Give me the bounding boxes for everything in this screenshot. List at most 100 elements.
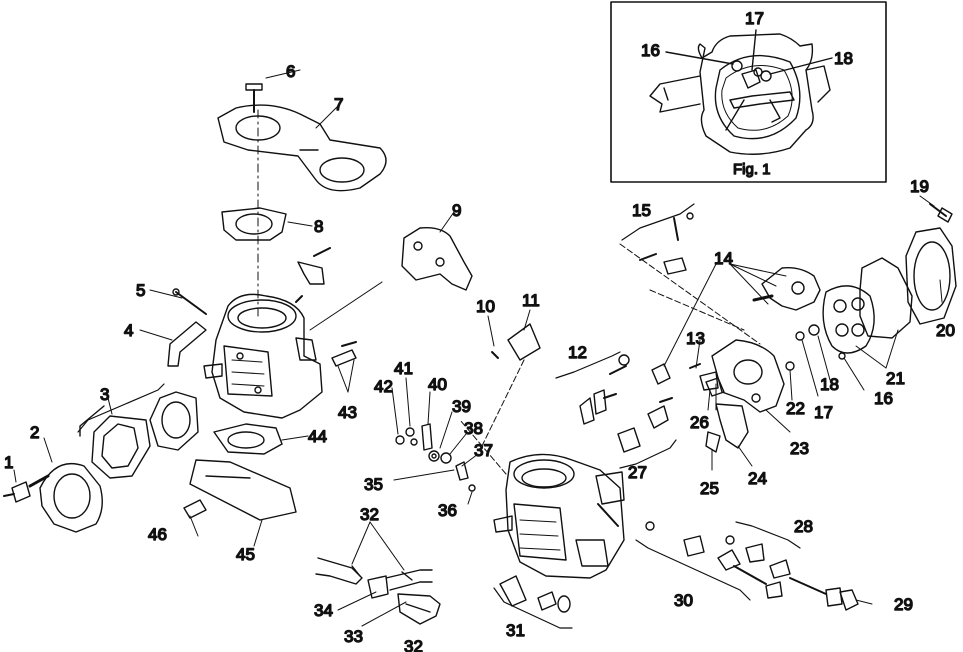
clip-25 — [705, 431, 721, 453]
callout-1: 1 — [4, 453, 13, 472]
callout-17: 17 — [745, 9, 764, 28]
callout-2: 2 — [30, 423, 39, 442]
diaphragm-21 — [822, 285, 875, 354]
callout-24: 24 — [748, 469, 767, 488]
callout-11: 11 — [522, 291, 540, 310]
nut-42 — [395, 435, 405, 445]
callout-40: 40 — [428, 375, 447, 394]
small-parts — [395, 419, 507, 492]
callout-16b: 16 — [874, 389, 893, 408]
cover-20 — [905, 227, 957, 325]
link-11 — [507, 323, 541, 361]
screw-22 — [785, 361, 795, 371]
callout-19: 19 — [910, 177, 929, 196]
fig1-screw-16 — [731, 60, 743, 72]
spring-17 — [795, 331, 805, 341]
plate-24 — [715, 403, 749, 449]
callout-46: 46 — [148, 525, 167, 544]
carburetor-left — [167, 83, 387, 419]
carburetor-body-left — [211, 293, 323, 419]
brackets — [77, 203, 801, 629]
plate-45 — [189, 459, 297, 521]
callout-14: 14 — [714, 249, 733, 268]
fig1-inset — [610, 1, 887, 183]
flange-plate-7 — [217, 104, 387, 192]
callout-35: 35 — [364, 475, 383, 494]
leader-lines — [13, 69, 943, 627]
jet-group — [645, 521, 859, 611]
clip-38 — [440, 452, 452, 464]
fig1-opening — [714, 54, 801, 140]
fig1-nozzle — [649, 75, 701, 113]
callout-43: 43 — [338, 403, 357, 422]
fig1-pin-18 — [760, 70, 772, 82]
fuel-pump-9 — [309, 226, 473, 331]
callout-33: 33 — [344, 627, 363, 646]
callout-30: 30 — [674, 591, 693, 610]
callout-16: 16 — [641, 41, 660, 60]
hose-32b — [397, 593, 441, 625]
diaphragm-3 — [91, 415, 151, 479]
callout-12: 12 — [568, 343, 587, 362]
callout-32b: 32 — [404, 637, 423, 652]
fig1-lever — [729, 91, 795, 109]
callout-3: 3 — [100, 385, 109, 404]
callout-32a: 32 — [360, 505, 379, 524]
callout-8: 8 — [314, 217, 323, 236]
fig1-caption: Fig. 1 — [733, 161, 771, 178]
callout-18b: 18 — [820, 375, 839, 394]
callout-27: 27 — [628, 463, 647, 482]
fuel-lines — [315, 557, 441, 625]
callout-31: 31 — [506, 621, 525, 640]
callout-38: 38 — [464, 419, 483, 438]
callout-13: 13 — [686, 329, 705, 348]
callout-45: 45 — [236, 545, 255, 564]
carburetor-body-center — [505, 453, 625, 579]
cap-29 — [839, 589, 859, 611]
callout-6: 6 — [286, 62, 295, 81]
screw-46 — [183, 499, 207, 519]
pump-body-23 — [711, 339, 785, 413]
callout-36: 36 — [438, 501, 457, 520]
callout-29: 29 — [894, 595, 913, 614]
lever-40 — [421, 423, 433, 451]
screw-36 — [468, 484, 476, 492]
callout-26: 26 — [690, 413, 709, 432]
gasket-21 — [859, 257, 913, 339]
callout-42: 42 — [374, 377, 393, 396]
callout-20: 20 — [936, 321, 955, 340]
callout-23: 23 — [790, 439, 809, 458]
callout-21: 21 — [886, 369, 905, 388]
pump-cover-2 — [39, 462, 103, 533]
callout-4: 4 — [124, 321, 133, 340]
screw-6 — [245, 83, 263, 91]
screw-16 — [838, 352, 846, 360]
callout-17b: 17 — [814, 403, 833, 422]
washer-41 — [410, 438, 418, 446]
callout-37: 37 — [474, 441, 493, 460]
callout-41: 41 — [394, 359, 413, 378]
callout-15: 15 — [632, 201, 651, 220]
linkage-group — [579, 354, 673, 453]
hose-4 — [167, 321, 207, 367]
callout-44: 44 — [308, 427, 327, 446]
gasket-44 — [213, 423, 283, 455]
hose-32a — [315, 557, 363, 585]
pump-assembly-right — [619, 203, 957, 453]
callout-10: 10 — [476, 297, 495, 316]
callout-28: 28 — [794, 517, 813, 536]
tee-34 — [367, 575, 389, 599]
callout-18: 18 — [834, 49, 853, 68]
bolt-1 — [11, 481, 31, 503]
pin-18 — [808, 324, 820, 336]
callout-9: 9 — [452, 201, 461, 220]
callout-34: 34 — [314, 601, 333, 620]
callout-22: 22 — [786, 399, 805, 418]
callout-39: 39 — [452, 397, 471, 416]
callout-5: 5 — [136, 281, 145, 300]
gasket-8 — [221, 207, 287, 241]
pump-cover-group — [3, 391, 297, 533]
spring-39 — [428, 450, 440, 462]
callout-labels: Fig. 1 17 16 18 6 7 8 9 5 4 3 2 1 44 43 … — [3, 8, 955, 652]
